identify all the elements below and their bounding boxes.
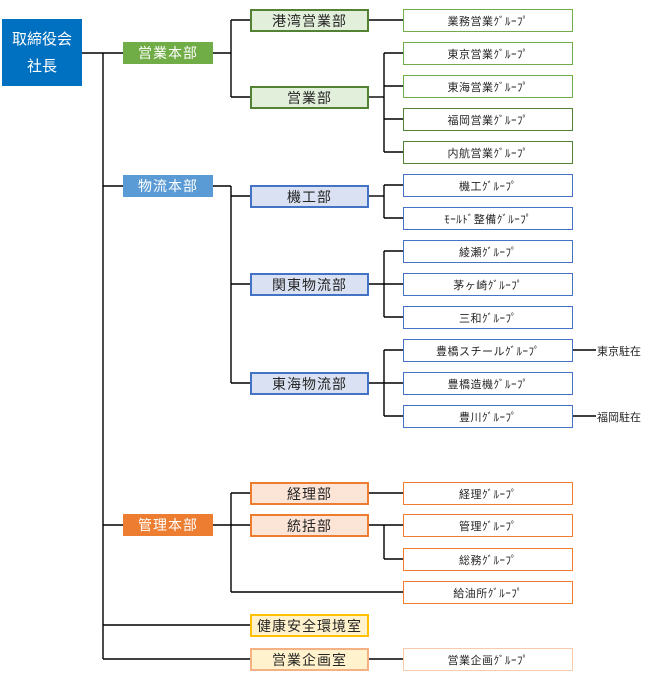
toyohashi-steel-group-box[interactable]: 豊橋スチールｸﾞﾙｰﾌﾟ xyxy=(403,339,573,362)
planning-office-box[interactable]: 営業企画室 xyxy=(250,648,369,671)
tokyo-stationed-note: 東京駐在 xyxy=(597,345,641,358)
sales-dept-box[interactable]: 営業部 xyxy=(250,86,369,109)
kanto-logistics-dept-box[interactable]: 関東物流部 xyxy=(250,273,369,296)
accounting-group-box[interactable]: 経理ｸﾞﾙｰﾌﾟ xyxy=(403,482,573,505)
coastal-sales-group-box[interactable]: 内航営業ｸﾞﾙｰﾌﾟ xyxy=(403,141,573,164)
tokai-logistics-dept-box[interactable]: 東海物流部 xyxy=(250,372,369,395)
fukuoka-sales-group-box[interactable]: 福岡営業ｸﾞﾙｰﾌﾟ xyxy=(403,108,573,131)
port-sales-dept-box[interactable]: 港湾営業部 xyxy=(250,9,369,32)
machining-dept-box[interactable]: 機工部 xyxy=(250,185,369,208)
admin-hq-box[interactable]: 管理本部 xyxy=(123,514,213,536)
sanwa-group-box[interactable]: 三和ｸﾞﾙｰﾌﾟ xyxy=(403,306,573,329)
machining-group-box[interactable]: 機工ｸﾞﾙｰﾌﾟ xyxy=(403,174,573,197)
tokai-sales-group-box[interactable]: 東海営業ｸﾞﾙｰﾌﾟ xyxy=(403,75,573,98)
sales-planning-group-box[interactable]: 営業企画ｸﾞﾙｰﾌﾟ xyxy=(403,648,573,671)
toyohashi-foundry-group-box[interactable]: 豊橋造機ｸﾞﾙｰﾌﾟ xyxy=(403,372,573,395)
fuel-station-group-box[interactable]: 給油所ｸﾞﾙｰﾌﾟ xyxy=(403,581,573,604)
management-group-box[interactable]: 管理ｸﾞﾙｰﾌﾟ xyxy=(403,514,573,537)
ceo-box[interactable]: 取締役会 社長 xyxy=(2,19,82,86)
safety-office-box[interactable]: 健康安全環境室 xyxy=(250,614,369,637)
tokyo-sales-group-box[interactable]: 東京営業ｸﾞﾙｰﾌﾟ xyxy=(403,42,573,65)
fukuoka-stationed-note: 福岡駐在 xyxy=(597,411,641,424)
business-sales-group-box[interactable]: 業務営業ｸﾞﾙｰﾌﾟ xyxy=(403,9,573,32)
accounting-dept-box[interactable]: 経理部 xyxy=(250,482,369,505)
logistics-hq-box[interactable]: 物流本部 xyxy=(123,175,213,197)
general-affairs-group-box[interactable]: 総務ｸﾞﾙｰﾌﾟ xyxy=(403,548,573,571)
chigasaki-group-box[interactable]: 茅ヶ崎ｸﾞﾙｰﾌﾟ xyxy=(403,273,573,296)
ayase-group-box[interactable]: 綾瀬ｸﾞﾙｰﾌﾟ xyxy=(403,240,573,263)
president-label: 社長 xyxy=(26,56,57,75)
board-label: 取締役会 xyxy=(11,29,72,48)
sales-hq-box[interactable]: 営業本部 xyxy=(123,42,213,64)
mold-maintenance-group-box[interactable]: ﾓｰﾙﾄﾞ整備ｸﾞﾙｰﾌﾟ xyxy=(403,207,573,230)
general-control-dept-box[interactable]: 統括部 xyxy=(250,514,369,537)
toyokawa-group-box[interactable]: 豊川ｸﾞﾙｰﾌﾟ xyxy=(403,405,573,428)
